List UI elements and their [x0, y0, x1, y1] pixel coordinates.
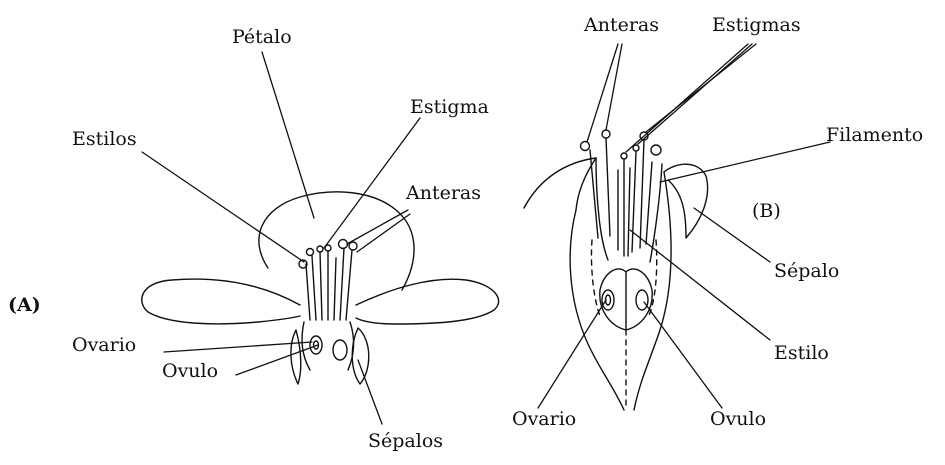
label-ovulo-b: Ovulo — [710, 410, 766, 429]
label-ovulo-a: Ovulo — [162, 362, 218, 381]
label-estigmas: Estigmas — [712, 16, 801, 35]
leader-b-filamento — [660, 142, 830, 182]
label-estilos: Estilos — [72, 130, 137, 149]
flower-b-anther — [581, 142, 590, 151]
flower-b-ovule-left — [602, 290, 614, 310]
flower-b-tag: (B) — [752, 202, 781, 221]
flower-a-drawing — [142, 192, 499, 384]
flower-a-stamens — [306, 248, 352, 320]
leader-ovario — [164, 342, 312, 352]
flower-b-anther — [602, 130, 610, 138]
label-ovario-a: Ovario — [72, 336, 136, 355]
label-anteras-b: Anteras — [584, 16, 659, 35]
leader-b-ovario — [538, 300, 606, 408]
leader-petalo — [262, 52, 314, 218]
flower-a-right-petal — [356, 279, 499, 324]
flower-a-left-petal — [142, 279, 300, 324]
label-sepalos: Sépalos — [368, 432, 443, 451]
leader-sepalos — [358, 360, 382, 424]
flower-a-ovary — [310, 336, 322, 354]
flower-a-anther — [349, 242, 357, 250]
label-estilo: Estilo — [774, 344, 829, 363]
leader-b-estigmas-1 — [626, 44, 748, 152]
flower-a-ovule — [333, 340, 347, 360]
leader-estilos — [142, 152, 304, 262]
flower-a-anther — [339, 240, 348, 249]
flower-a-stigma — [317, 246, 323, 252]
leader-b-estigmas-2 — [638, 44, 752, 144]
leader-anteras-2 — [357, 214, 410, 252]
flower-a-left-sepal — [291, 330, 301, 384]
flower-a-right-sepal — [352, 328, 369, 384]
flower-b-stigma — [621, 153, 627, 159]
flower-a-tag: (A) — [8, 296, 41, 315]
flower-b-receptacle-dashed — [591, 240, 656, 410]
leader-b-estigmas-3 — [646, 44, 756, 132]
label-estigma: Estigma — [410, 98, 489, 117]
flower-a-upper-petal — [259, 192, 414, 290]
leader-b-ovulo — [644, 302, 722, 408]
flower-b-stigma — [633, 145, 639, 151]
flower-b-ovule-right — [636, 290, 648, 310]
flower-a-anther — [307, 249, 314, 256]
label-filamento: Filamento — [826, 126, 923, 145]
flower-b-left-sepal — [524, 158, 596, 210]
label-petalo: Pétalo — [232, 28, 292, 47]
flower-b-anther — [651, 145, 661, 155]
label-sepalo: Sépalo — [774, 262, 839, 281]
leader-anteras-1 — [347, 210, 408, 244]
label-ovario-b: Ovario — [512, 410, 576, 429]
label-anteras-a: Anteras — [406, 184, 481, 203]
flower-b-body — [570, 172, 671, 410]
